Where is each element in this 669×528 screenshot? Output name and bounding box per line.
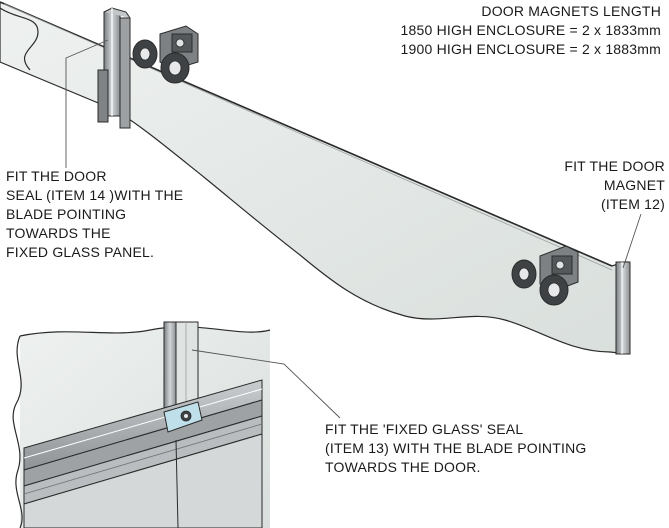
fixed-glass-seal-line-3: TOWARDS THE DOOR. xyxy=(325,459,481,475)
door-magnet-line-2: MAGNET xyxy=(603,177,665,193)
door-seal-note: FIT THE DOOR SEAL (ITEM 14 )WITH THE BLA… xyxy=(6,167,183,262)
leader-door-seal xyxy=(65,39,109,168)
magnet-length-line-3: 1900 HIGH ENCLOSURE = 2 x 1883mm xyxy=(400,41,661,57)
fixed-glass-seal-line-1: FIT THE 'FIXED GLASS' SEAL xyxy=(325,421,524,437)
inset-detail-fixed-seal xyxy=(12,321,271,528)
door-magnet-note: FIT THE DOOR MAGNET (ITEM 12) xyxy=(564,157,665,214)
magnet-length-note: DOOR MAGNETS LENGTH 1850 HIGH ENCLOSURE … xyxy=(401,2,661,59)
leader-door-magnet xyxy=(622,213,642,269)
door-magnet-line-1: FIT THE DOOR xyxy=(564,158,665,174)
fixed-glass-seal-line-2: (ITEM 13) WITH THE BLADE POINTING xyxy=(325,440,587,456)
door-seal-line-4: TOWARDS THE xyxy=(6,225,111,241)
door-seal-line-5: FIXED GLASS PANEL. xyxy=(6,244,155,260)
door-magnet-strip xyxy=(615,261,631,355)
door-seal-line-2: SEAL (ITEM 14 )WITH THE xyxy=(6,187,184,203)
door-magnet-line-3: (ITEM 12) xyxy=(600,196,665,212)
leader-lines xyxy=(65,39,642,269)
leader-fixed-glass-seal xyxy=(191,349,341,419)
door-seal-line-1: FIT THE DOOR xyxy=(6,168,107,184)
magnet-length-line-1: DOOR MAGNETS LENGTH xyxy=(481,3,661,19)
door-seal-line-3: BLADE POINTING xyxy=(6,206,127,222)
fixed-glass-post-top xyxy=(97,7,131,129)
fixed-glass-seal-note: FIT THE 'FIXED GLASS' SEAL (ITEM 13) WIT… xyxy=(325,420,586,477)
magnet-length-line-2: 1850 HIGH ENCLOSURE = 2 x 1833mm xyxy=(400,22,661,38)
roller-assembly-right xyxy=(511,245,579,306)
roller-assembly-top xyxy=(132,25,199,84)
